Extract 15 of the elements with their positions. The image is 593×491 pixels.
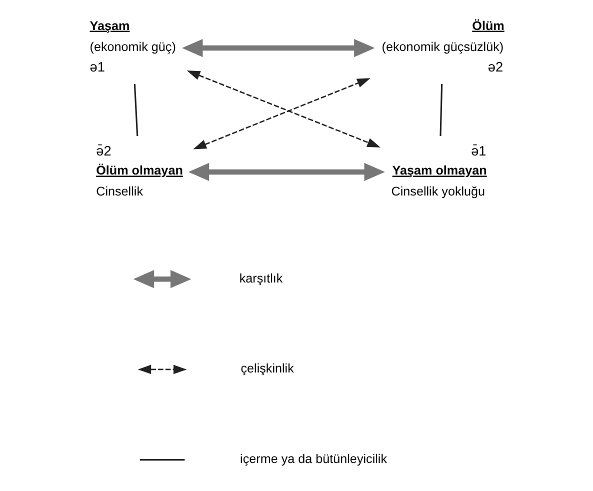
node-label: Ölüm — [472, 18, 504, 33]
node-label: Cinsellik yokluğu — [390, 184, 485, 199]
node-label: Ölüm olmayan — [96, 164, 182, 178]
node-text: ə2 — [487, 60, 503, 75]
node-label: Yaşam olmayan — [392, 164, 486, 178]
node-label: Yaşam — [89, 18, 130, 33]
node-text: ə1 — [89, 60, 104, 75]
node-text: ə̄1 — [470, 144, 486, 159]
legend-label: içerme ya da bütünleyicilik — [240, 452, 387, 466]
node-label: Cinsellik — [96, 184, 142, 199]
legend-label: çelişkinlik — [240, 362, 294, 376]
node-text: ə̄2 — [96, 144, 111, 159]
node-label: (ekonomik güç) — [89, 40, 176, 54]
node-label: (ekonomik güçsüzlük) — [381, 40, 504, 54]
legend-label: karşıtlık — [238, 271, 282, 286]
